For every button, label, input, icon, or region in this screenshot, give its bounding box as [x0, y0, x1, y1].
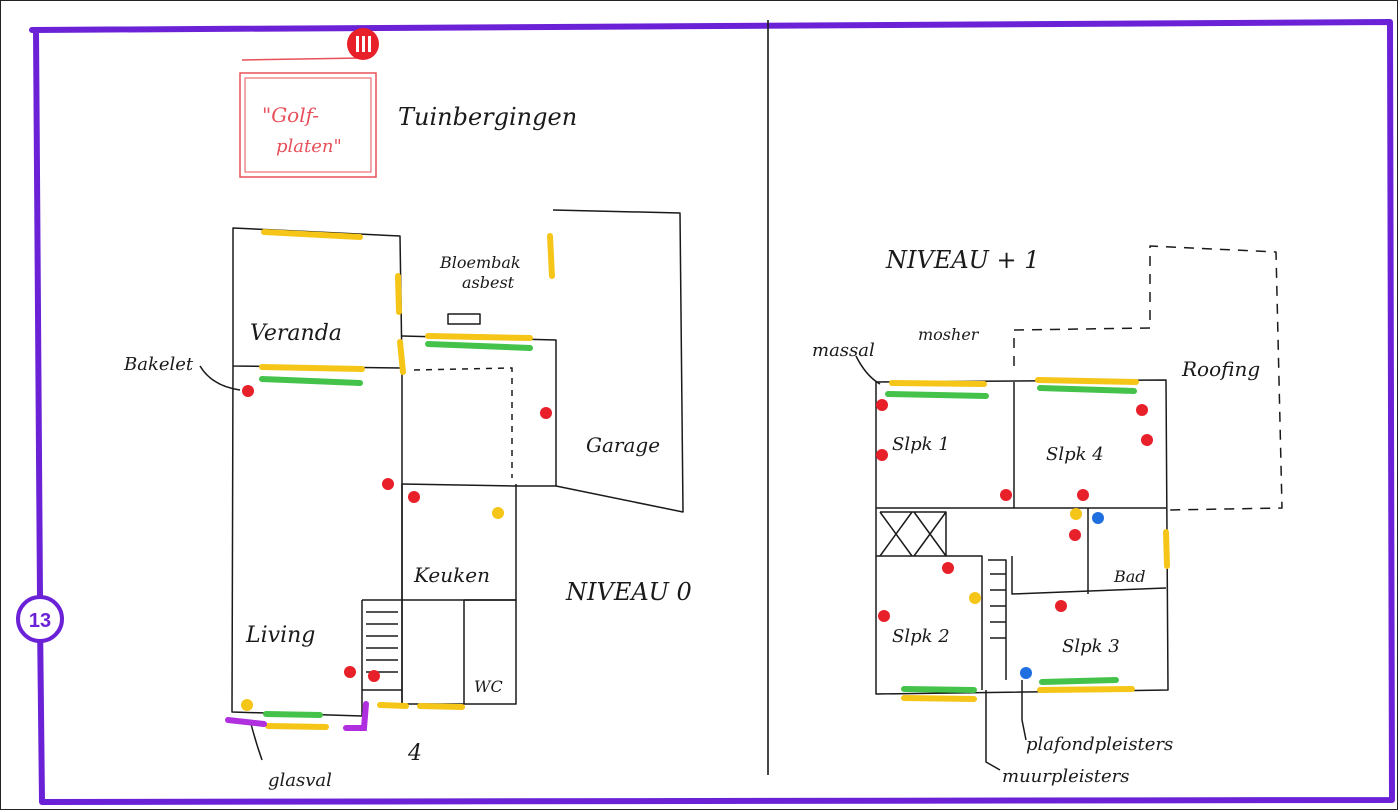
room-keuken: Keuken [413, 563, 490, 587]
tuinberging-note: Tuinbergingen [398, 103, 577, 131]
purple-frame [29, 19, 1395, 805]
room-living: Living [245, 623, 315, 648]
room-slpk4: Slpk 4 [1046, 444, 1104, 465]
annotation-massal: massal [812, 340, 875, 361]
room-bad: Bad [1113, 567, 1146, 586]
first-blue-dots [1020, 512, 1104, 679]
golf-platen-line1: "Golf- [262, 103, 319, 127]
first-yellow-segments [889, 377, 1170, 702]
ground-red-dots [242, 385, 552, 682]
ground-yellow-segments [259, 229, 555, 730]
room-slpk1: Slpk 1 [892, 434, 950, 455]
ground-yellow-dots [241, 507, 504, 711]
room-garage: Garage [586, 433, 660, 457]
page-number-badge: 13 [16, 595, 64, 643]
ground-floor-walls [199, 209, 684, 761]
ground-green-segments [259, 341, 533, 718]
room-wc: WC [474, 677, 503, 696]
golf-platen-box: "Golf- platen" [239, 57, 377, 178]
annotation-bloembak: Bloembak [439, 253, 521, 272]
golf-platen-line2: platen" [276, 136, 342, 157]
first-yellow-dots [969, 508, 1082, 604]
annotation-glasval: glasval [268, 770, 332, 791]
room-veranda: Veranda [250, 321, 342, 346]
step-number: 4 [407, 741, 422, 766]
ground-level-label: NIVEAU 0 [565, 578, 692, 606]
ground-purple-segment [225, 701, 369, 731]
annotation-muurpleisters: muurpleisters [1002, 766, 1130, 787]
room-slpk3: Slpk 3 [1062, 636, 1120, 657]
annotation-roofing: Roofing [1181, 357, 1260, 381]
annotation-mosher: mosher [918, 325, 980, 344]
first-green-segments [885, 385, 1137, 693]
warning-stamp-icon [347, 28, 379, 60]
room-slpk2: Slpk 2 [892, 626, 950, 647]
annotation-bakelet: Bakelet [123, 354, 194, 375]
page-number-text: 13 [29, 610, 51, 632]
annotation-plafondpleisters: plafondpleisters [1026, 734, 1173, 755]
first-level-label: NIVEAU + 1 [885, 246, 1040, 274]
annotation-asbest: asbest [462, 273, 515, 292]
first-red-dots [876, 399, 1153, 622]
